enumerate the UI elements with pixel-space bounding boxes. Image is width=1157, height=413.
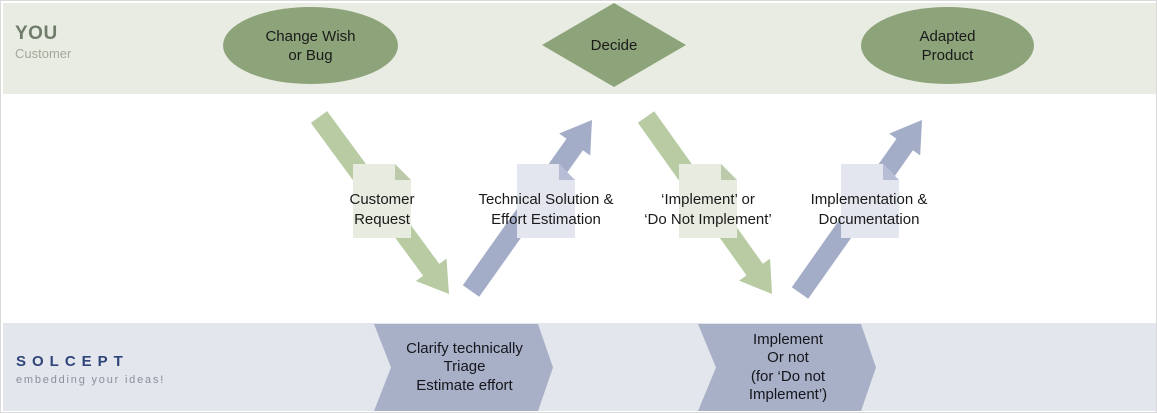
customer-lane-subtitle: Customer (15, 46, 72, 61)
customer-lane-title: YOU (15, 23, 58, 44)
document-icon (517, 164, 575, 238)
change-wish-label: Change Wish or Bug (265, 27, 356, 64)
change-wish-node: Change Wish or Bug (223, 7, 398, 84)
adapted-product-label: Adapted Product (919, 27, 976, 64)
clarify-process-chevron: Clarify technically Triage Estimate effo… (374, 324, 553, 411)
solcept-logo: SOLCEPT (16, 353, 129, 370)
solcept-tagline: embedding your ideas! (16, 374, 166, 386)
implementation-doc-label: Implementation & Documentation (810, 191, 928, 228)
page-fold-icon (883, 164, 899, 180)
document-icon (841, 164, 899, 238)
technical-solution-label: Technical Solution & Effort Estimation (478, 191, 614, 228)
implement-process-chevron: Implement Or not (for ‘Do not Implement’… (698, 324, 876, 411)
page-fold-icon (721, 164, 737, 180)
solcept-lane: SOLCEPT embedding your ideas! (3, 323, 1156, 411)
implement-decision-label: ‘Implement’ or ‘Do Not Implement’ (644, 191, 772, 228)
page-fold-icon (559, 164, 575, 180)
decide-label: Decide (590, 36, 638, 54)
adapted-product-node: Adapted Product (861, 7, 1034, 84)
document-icon (679, 164, 737, 238)
customer-request-label: Customer Request (349, 191, 415, 228)
document-icon (353, 164, 411, 238)
page-fold-icon (395, 164, 411, 180)
